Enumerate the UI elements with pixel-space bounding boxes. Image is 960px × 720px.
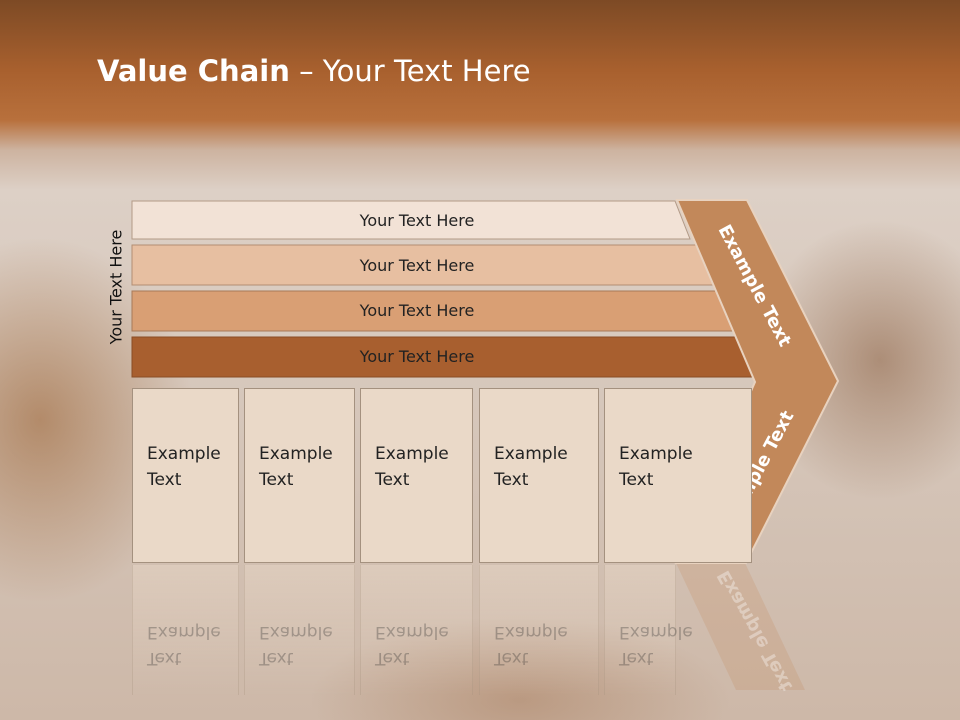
activity-box-3-line1: Example bbox=[375, 444, 449, 464]
activity-box-1-line2: Text bbox=[147, 470, 182, 490]
activity-box-1-line1: Example bbox=[147, 444, 221, 464]
activity-box-5-line2: Text bbox=[619, 470, 654, 490]
activity-box-2-line1: Example bbox=[259, 444, 333, 464]
activity-box-5-line1: Example bbox=[619, 444, 693, 464]
bar-label-2: Your Text Here bbox=[359, 256, 475, 275]
activity-box-4-line1: Example bbox=[494, 444, 568, 464]
bar-label-1: Your Text Here bbox=[359, 211, 475, 230]
activity-box-4-line2: Text bbox=[494, 470, 529, 490]
bar-shape-1 bbox=[131, 200, 691, 240]
activity-box-3-line2: Text bbox=[375, 470, 410, 490]
bar-label-3: Your Text Here bbox=[359, 301, 475, 320]
activity-box-2-line2: Text bbox=[259, 470, 294, 490]
chevron-reflection bbox=[676, 563, 805, 690]
slide-title: Value Chain – Your Text Here bbox=[97, 54, 531, 88]
bar-label-4: Your Text Here bbox=[359, 347, 475, 366]
